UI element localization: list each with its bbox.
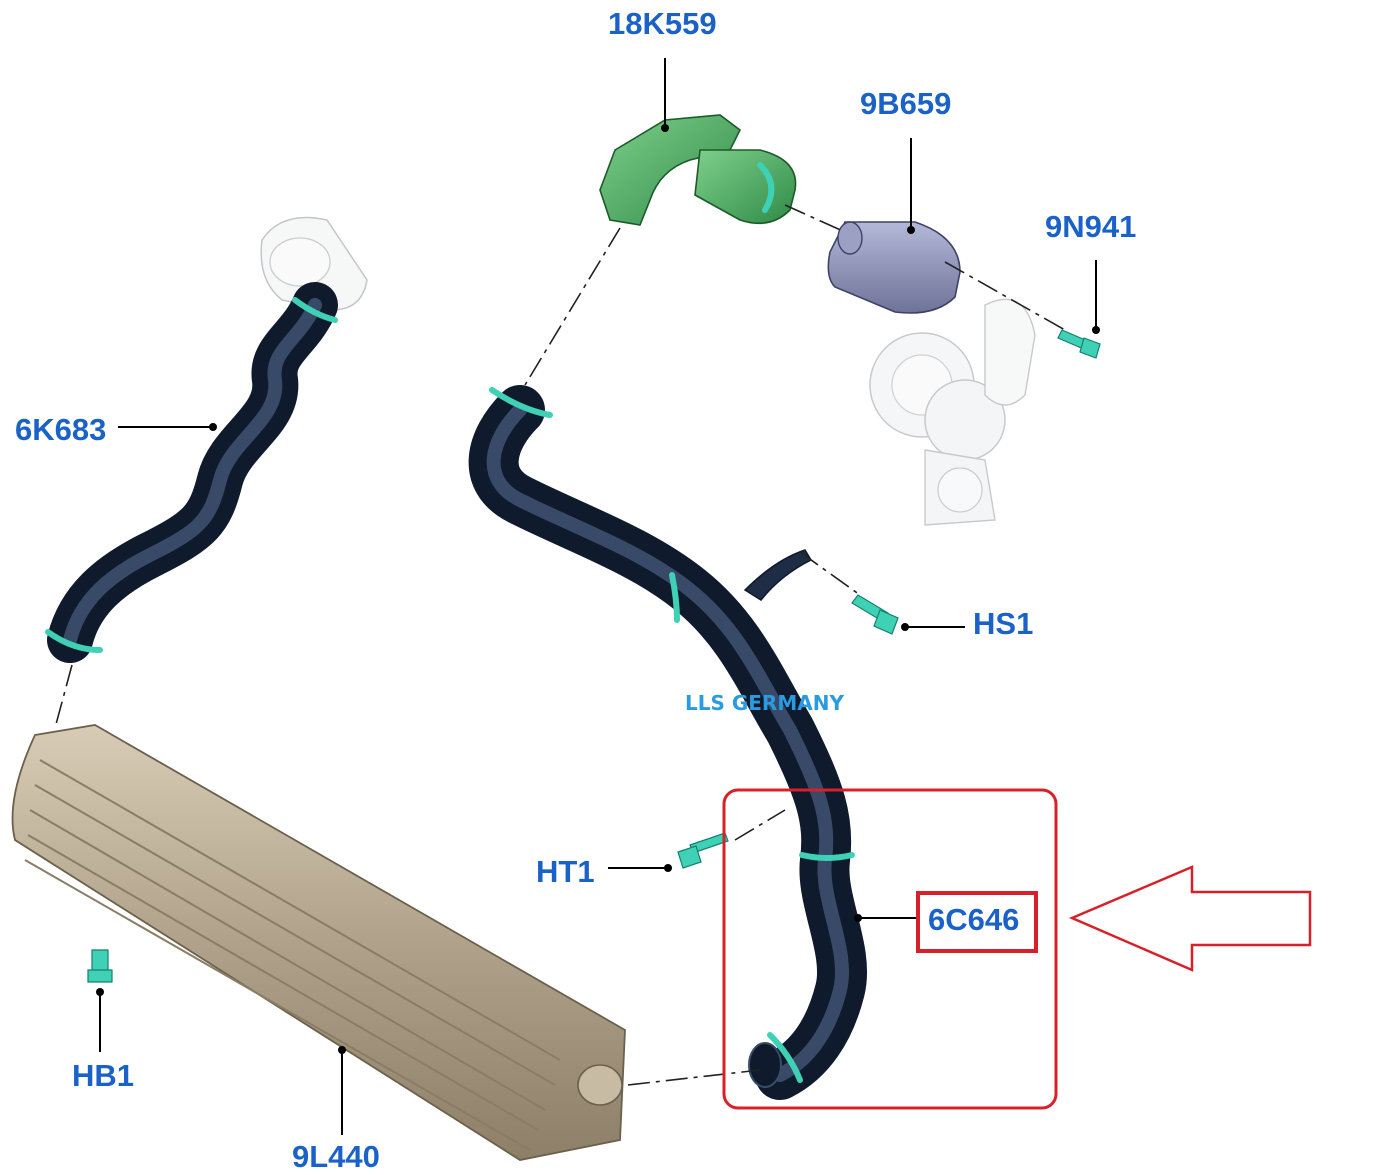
intercooler-9l440[interactable] <box>11 724 626 1161</box>
turbocharger-ghost <box>869 298 1036 526</box>
connector-line <box>734 809 786 841</box>
highlight-box <box>722 788 1058 1110</box>
leader-6k683 <box>118 423 217 431</box>
label-9l440: 9L440 <box>292 1139 380 1174</box>
connector-line <box>524 227 621 386</box>
label-6c646: 6C646 <box>928 902 1019 937</box>
bracket-18k559[interactable] <box>599 114 797 226</box>
label-highlight-box <box>916 891 1038 953</box>
hose-6c646[interactable] <box>468 385 868 1100</box>
pointer-arrow-icon <box>1068 865 1312 972</box>
label-6k683: 6K683 <box>15 412 106 447</box>
connector-line <box>54 664 73 729</box>
bolt-9n941-icon[interactable] <box>1057 329 1101 359</box>
connector-line <box>944 261 1066 331</box>
connector-line <box>784 204 846 233</box>
leader-6c646 <box>854 914 918 922</box>
bolt-hs1-icon[interactable] <box>851 594 899 635</box>
clamp-icon <box>799 852 855 861</box>
label-18k559: 18K559 <box>608 6 717 41</box>
clamp-icon <box>669 572 680 623</box>
leader-hs1 <box>901 623 965 631</box>
clamp-icon <box>767 1032 803 1083</box>
leader-9n941 <box>1092 260 1100 334</box>
leader-9l440 <box>338 1046 346 1135</box>
leader-hb1 <box>96 988 104 1052</box>
clamp-icon <box>45 629 103 653</box>
bolt-ht1-icon[interactable] <box>677 832 729 869</box>
label-hs1: HS1 <box>973 606 1033 641</box>
leader-9b659 <box>907 138 915 234</box>
clamp-icon <box>757 162 775 213</box>
label-hb1: HB1 <box>72 1058 134 1093</box>
leader-ht1 <box>608 864 672 872</box>
bolt-hb1-icon[interactable] <box>87 949 113 983</box>
label-9n941: 9N941 <box>1045 209 1136 244</box>
throttle-body-ghost <box>260 216 368 311</box>
clamp-icon <box>292 297 338 323</box>
hose-6k683[interactable] <box>45 282 338 663</box>
connector-line <box>799 551 861 596</box>
leader-18k559 <box>661 58 669 132</box>
connector-line <box>627 1069 761 1086</box>
clamp-icon <box>489 387 553 418</box>
label-9b659: 9B659 <box>860 86 951 121</box>
label-ht1: HT1 <box>536 854 595 889</box>
watermark: LLS GERMANY <box>685 691 844 715</box>
sensor-9b659[interactable] <box>827 221 961 314</box>
